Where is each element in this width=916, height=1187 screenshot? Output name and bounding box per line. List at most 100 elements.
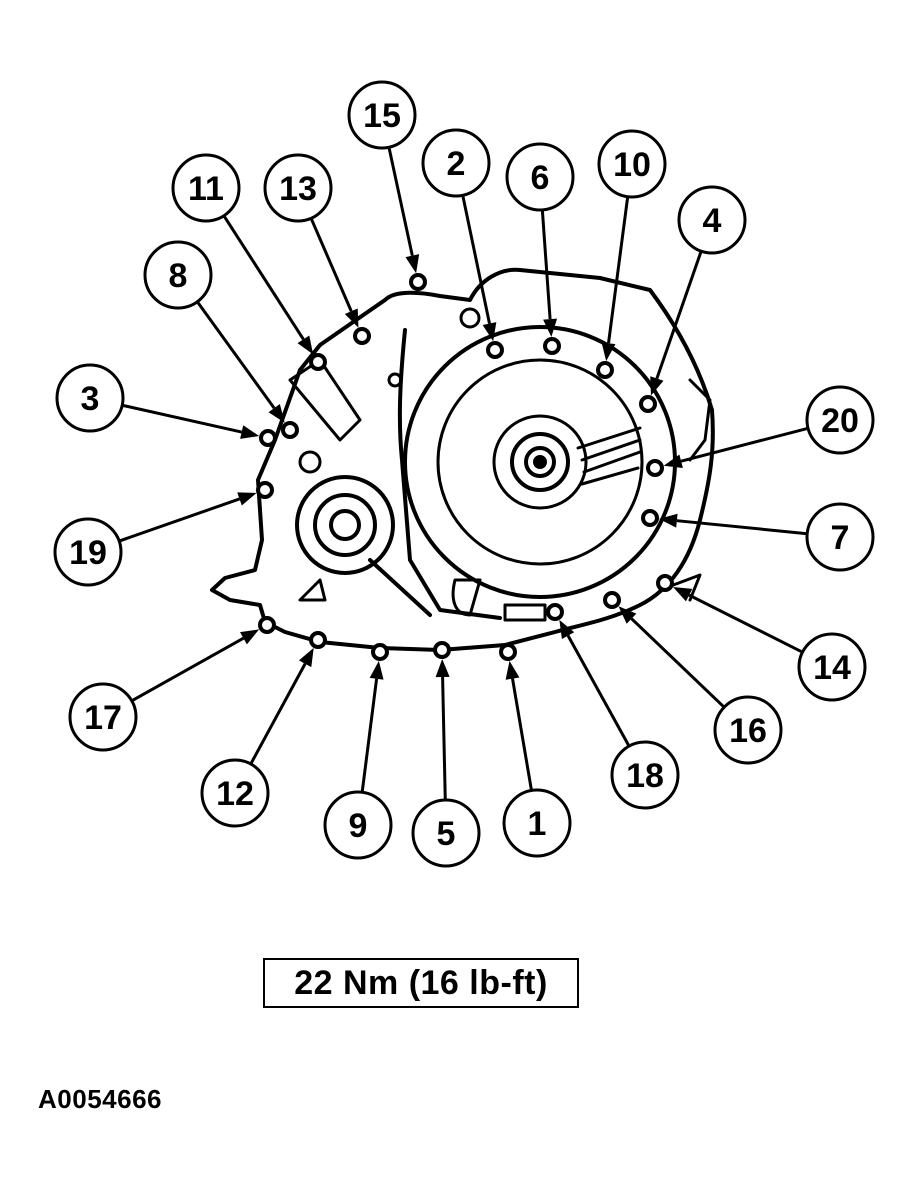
arrowhead-5 xyxy=(435,658,450,678)
leader-line-10 xyxy=(607,196,630,344)
arrowhead-3 xyxy=(240,425,260,439)
callout-circle-6 xyxy=(505,142,575,212)
leader-line-1 xyxy=(511,678,533,791)
callout-number-6: 6 xyxy=(531,159,550,197)
callout-number-7: 7 xyxy=(831,519,850,557)
leader-line-7 xyxy=(676,519,808,536)
bolt-2 xyxy=(486,341,504,359)
callout-number-16: 16 xyxy=(729,712,767,750)
callout-number-18: 18 xyxy=(626,757,664,795)
callout-circle-16 xyxy=(713,695,783,765)
bolt-15 xyxy=(409,273,427,291)
callout-number-10: 10 xyxy=(613,146,651,184)
leader-line-18 xyxy=(566,634,631,747)
leader-line-20 xyxy=(680,426,809,463)
arrowhead-4 xyxy=(650,376,664,396)
figure-reference-id: A0054666 xyxy=(38,1084,162,1114)
arrowhead-12 xyxy=(298,647,314,668)
arrowhead-9 xyxy=(369,660,384,680)
arrowhead-13 xyxy=(344,308,359,328)
callout-number-9: 9 xyxy=(349,807,368,845)
callout-circle-8 xyxy=(143,240,213,310)
bolt-8 xyxy=(281,421,299,439)
arrowhead-8 xyxy=(268,404,285,423)
bolt-18 xyxy=(546,603,564,621)
callout-number-3: 3 xyxy=(81,380,100,418)
bolt-10 xyxy=(596,361,614,379)
callout-circle-14 xyxy=(797,632,867,702)
callout-number-19: 19 xyxy=(69,534,107,572)
leader-line-6 xyxy=(540,209,552,320)
bolt-17 xyxy=(258,616,276,634)
callout-circle-12 xyxy=(200,758,270,828)
callout-circle-4 xyxy=(677,185,747,255)
leader-line-9 xyxy=(360,678,379,793)
torque-specification-box: 22 Nm (16 lb-ft) xyxy=(263,958,579,1008)
bolt-14 xyxy=(656,574,674,592)
leader-line-12 xyxy=(249,663,307,765)
bolt-20 xyxy=(646,459,664,477)
arrowhead-19 xyxy=(237,492,257,506)
arrowhead-2 xyxy=(482,322,497,342)
arrowhead-20 xyxy=(663,454,683,468)
callout-circle-15 xyxy=(347,80,417,150)
arrowhead-6 xyxy=(543,318,558,338)
bolt-13 xyxy=(353,327,371,345)
bolt-3 xyxy=(259,429,277,447)
callout-number-12: 12 xyxy=(216,775,254,813)
callout-circle-11 xyxy=(171,153,241,223)
bolt-holes xyxy=(256,273,674,661)
leader-line-4 xyxy=(655,250,703,379)
bolt-19 xyxy=(256,481,274,499)
callout-circle-19 xyxy=(53,517,123,587)
callout-number-15: 15 xyxy=(363,97,401,135)
arrowhead-10 xyxy=(601,342,616,362)
leader-line-13 xyxy=(309,217,353,312)
callout-number-11: 11 xyxy=(188,170,224,208)
bolt-1 xyxy=(499,643,517,661)
leader-arrows xyxy=(118,146,809,801)
leader-line-15 xyxy=(387,146,414,256)
callout-circle-18 xyxy=(610,740,680,810)
leader-line-14 xyxy=(688,593,804,654)
leader-line-11 xyxy=(222,214,305,341)
callout-number-4: 4 xyxy=(703,202,722,240)
callout-circle-10 xyxy=(597,129,667,199)
bolt-4 xyxy=(639,395,657,413)
transaxle-case-outline xyxy=(210,267,715,652)
callout-circle-20 xyxy=(805,385,875,455)
callout-number-17: 17 xyxy=(84,699,122,737)
callout-number-1: 1 xyxy=(528,805,547,843)
callout-number-13: 13 xyxy=(279,170,317,208)
callout-circle-3 xyxy=(55,363,125,433)
leader-line-5 xyxy=(441,676,447,801)
bolt-6 xyxy=(543,337,561,355)
leader-line-17 xyxy=(131,636,245,703)
arrowhead-1 xyxy=(505,660,520,680)
arrowhead-18 xyxy=(559,619,575,640)
leader-line-3 xyxy=(121,403,242,434)
bolt-16 xyxy=(603,591,621,609)
callout-number-14: 14 xyxy=(813,649,851,687)
callout-circle-5 xyxy=(411,798,481,868)
bolt-11 xyxy=(309,353,327,371)
callout-circle-1 xyxy=(502,788,572,858)
arrowhead-14 xyxy=(673,587,693,602)
bolt-7 xyxy=(641,509,659,527)
arrowhead-15 xyxy=(405,254,420,274)
leader-line-2 xyxy=(461,194,491,324)
arrowhead-11 xyxy=(297,335,314,355)
callout-circle-9 xyxy=(323,790,393,860)
arrowhead-17 xyxy=(240,629,260,645)
leader-line-8 xyxy=(196,300,276,409)
bolt-9 xyxy=(371,643,389,661)
callout-number-2: 2 xyxy=(447,145,466,183)
bolt-12 xyxy=(309,631,327,649)
callout-circle-17 xyxy=(68,682,138,752)
callout-circle-13 xyxy=(263,153,333,223)
callout-number-8: 8 xyxy=(169,257,188,295)
bolt-5 xyxy=(433,641,451,659)
leader-line-19 xyxy=(118,497,241,543)
